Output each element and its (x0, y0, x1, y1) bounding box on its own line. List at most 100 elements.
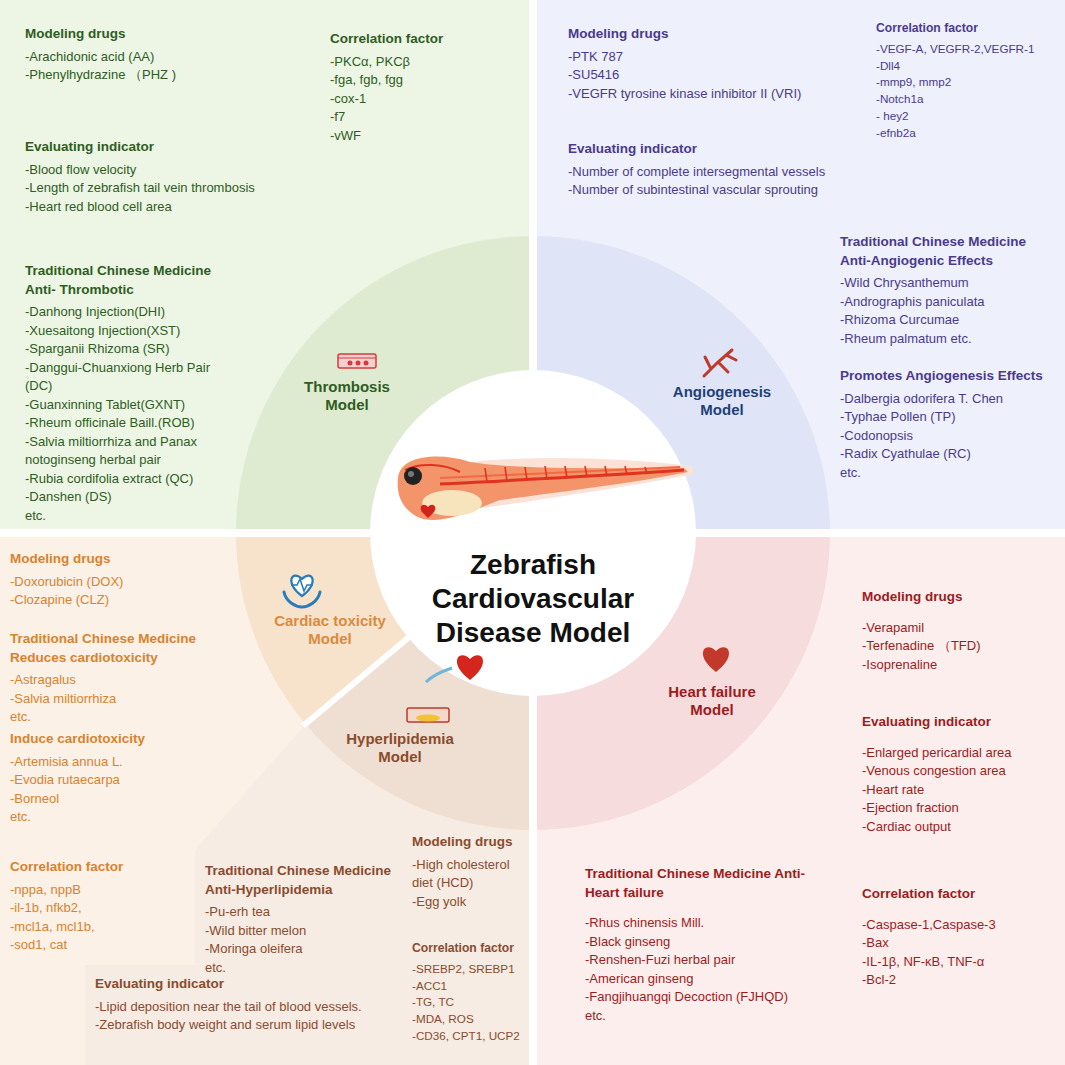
list-item: -Blood flow velocity (25, 161, 345, 180)
ring-sector-label: Thrombosis Model (290, 378, 405, 414)
text-group: Traditional Chinese Medicine Anti-Angiog… (840, 233, 1055, 348)
list-item: -Dalbergia odorifera T. Chen (840, 390, 1055, 409)
list-item: -SU5416 (568, 66, 868, 85)
list-item: -Astragalus (10, 671, 225, 690)
section-heading: Traditional Chinese Medicine Anti-Heart … (585, 865, 835, 902)
list-item: -Sparganii Rhizoma (SR) (25, 340, 240, 359)
center-title-circle: Zebrafish Cardiovascular Disease Model (408, 548, 658, 650)
list-item: -f7 (330, 108, 510, 127)
fish-heart (421, 505, 436, 518)
list-item: -Isoprenaline (862, 656, 1057, 675)
list-item: -Radix Cyathulae (RC) (840, 445, 1055, 464)
list-item: -Phenylhydrazine （PHZ ) (25, 66, 225, 85)
text-group: Evaluating indicator-Number of complete … (568, 140, 868, 200)
list-item: -Verapamil (862, 619, 1057, 638)
list-item: -Notch1a (876, 91, 1064, 108)
list-item: -Danhong Injection(DHI) (25, 303, 240, 322)
thrombosis-icon (338, 354, 376, 368)
text-group: Correlation factor -nppa, nppB-il-1b, nfk… (10, 858, 160, 955)
list-item: -Ejection fraction (862, 799, 1057, 818)
center-title: Zebrafish Cardiovascular Disease Model (408, 548, 658, 650)
list-item: -Bcl-2 (862, 971, 1057, 990)
list-item: etc. (205, 959, 400, 978)
list-item: -Wild Chrysanthemum (840, 274, 1055, 293)
text-group: Correlation factor-SREBP2, SREBP1-ACC1-T… (412, 940, 525, 1045)
text-group: Correlation factor-PKCα, PKCβ-fga, fgb, … (330, 30, 510, 145)
text-group: Evaluating indicator -Blood flow velocity… (25, 138, 345, 216)
panel-region: Modeling drugs-Doxorubicin (DOX)-Clozapi… (0, 537, 529, 1065)
text-group: Induce cardiotoxicity-Artemisia annua L.… (10, 730, 210, 827)
list-item: -Doxorubicin (DOX) (10, 573, 210, 592)
section-heading: Correlation factor (10, 858, 160, 877)
text-group: Modeling drugs -PTK 787-SU5416-VEGFR tyro… (568, 25, 868, 103)
list-item: -Cardiac output (862, 818, 1057, 837)
section-heading: Modeling drugs (568, 25, 868, 44)
list-item: -Dll4 (876, 58, 1064, 75)
section-heading: Correlation factor (412, 940, 525, 957)
list-item: -Salvia miltiorrhiza and Panax notoginse… (25, 433, 240, 470)
list-item: -CD36, CPT1, UCP2 (412, 1028, 525, 1045)
list-item: etc. (585, 1007, 835, 1026)
list-item: etc. (25, 507, 240, 526)
panel-region: Traditional Chinese Medicine Anti-Hyperl… (0, 537, 529, 1065)
text-group: Modeling drugs-Arachidonic acid (AA)-Phe… (25, 25, 225, 85)
text-group: Evaluating indicator-Lipid deposition ne… (95, 975, 395, 1035)
list-item: -il-1b, nfkb2, (10, 899, 160, 918)
section-heading: Promotes Angiogenesis Effects (840, 367, 1055, 386)
list-item: -PTK 787 (568, 48, 868, 67)
panel-region: Modeling drugs-Arachidonic acid (AA)-Phe… (0, 0, 529, 529)
list-item: -Fangjihuangqi Decoction (FJHQD) (585, 988, 835, 1007)
text-group: Modeling drugs-Doxorubicin (DOX)-Clozapi… (10, 550, 210, 610)
section-heading: Traditional Chinese Medicine Anti- Throm… (25, 262, 240, 299)
list-item: -sod1, cat (10, 936, 160, 955)
list-item: -Wild bitter melon (205, 922, 400, 941)
list-item: -MDA, ROS (412, 1011, 525, 1028)
section-heading: Evaluating indicator (862, 713, 1057, 732)
list-item: -Heart rate (862, 781, 1057, 800)
list-item: -Enlarged pericardial area (862, 744, 1057, 763)
model-label: Thrombosis Model (290, 378, 405, 414)
fish-body (398, 457, 688, 520)
list-item: etc. (10, 708, 225, 727)
list-item: -Xuesaitong Injection(XST) (25, 322, 240, 341)
list-item: -Venous congestion area (862, 762, 1057, 781)
list-item: -VEGFR tyrosine kinase inhibitor II (VRI… (568, 85, 868, 104)
text-group: Modeling drugs-Verapamil-Terfenadine （TF… (862, 588, 1057, 674)
fish-eye (408, 471, 414, 477)
heart-illustration (457, 655, 483, 680)
text-group: Traditional Chinese Medicine Anti-Hyperl… (205, 862, 400, 977)
list-item: -SREBP2, SREBP1 (412, 961, 525, 978)
list-item: -Danggui-Chuanxiong Herb Pair (DC) (25, 359, 240, 396)
list-item: -Rheum officinale Baill.(ROB) (25, 414, 240, 433)
ring-sector-label: Cardiac toxicity Model (265, 612, 395, 648)
section-heading: Modeling drugs (10, 550, 210, 569)
list-item: -High cholesterol diet (HCD) (412, 856, 525, 893)
list-item: -Zebrafish body weight and serum lipid l… (95, 1016, 395, 1035)
section-heading: Modeling drugs (412, 833, 525, 852)
model-label: Heart failure Model (655, 683, 770, 719)
ring-sector-label: Hyperlipidemia Model (338, 730, 463, 766)
list-item: -vWF (330, 127, 510, 146)
list-item: -Rheum palmatum etc. (840, 330, 1055, 349)
list-item: -Pu-erh tea (205, 903, 400, 922)
section-heading: Modeling drugs (862, 588, 1057, 607)
ring-sector-label: Angiogenesis Model (660, 383, 785, 419)
list-item: -nppa, nppB (10, 881, 160, 900)
cardiac-icon (284, 576, 320, 607)
list-item: -Andrographis paniculata (840, 293, 1055, 312)
list-item: -Rhus chinensis Mill. (585, 914, 835, 933)
section-heading: Traditional Chinese Medicine Anti-Angiog… (840, 233, 1055, 270)
text-group: Correlation factor-Caspase-1,Caspase-3-B… (862, 885, 1057, 990)
list-item: etc. (10, 808, 210, 827)
list-item: -Codonopsis (840, 427, 1055, 446)
text-group: Promotes Angiogenesis Effects -Dalbergia … (840, 367, 1055, 482)
list-item: -mmp9, mmp2 (876, 74, 1064, 91)
fish-vessel (440, 467, 680, 478)
list-item: -American ginseng (585, 970, 835, 989)
section-heading: Evaluating indicator (25, 138, 345, 157)
list-item: -Moringa oleifera (205, 940, 400, 959)
list-item: -Renshen-Fuzi herbal pair (585, 951, 835, 970)
section-heading: Evaluating indicator (95, 975, 395, 994)
list-item: -Number of subintestinal vascular sprout… (568, 181, 868, 200)
